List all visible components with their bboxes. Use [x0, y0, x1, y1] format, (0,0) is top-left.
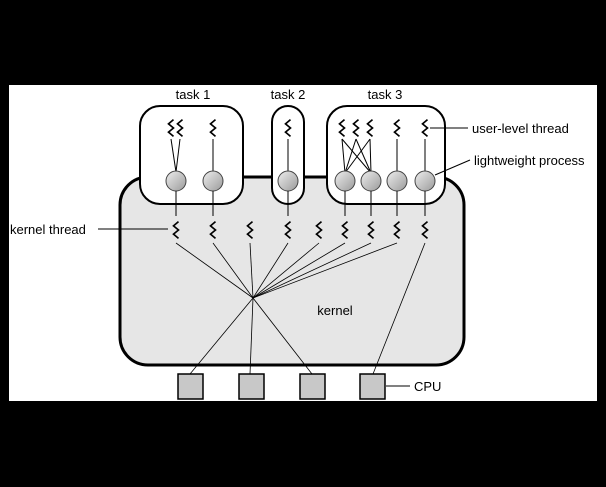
- lwp-node-icon: [360, 170, 382, 192]
- cpu-icon: [299, 373, 326, 400]
- lwp-node-icon: [165, 170, 187, 192]
- lwp-node-icon: [202, 170, 224, 192]
- cpu-label: CPU: [414, 379, 441, 394]
- kernel-thread-label: kernel thread: [10, 222, 86, 237]
- kernel-box: [118, 175, 466, 367]
- lightweight-process-label: lightweight process: [474, 153, 585, 168]
- task-2-label: task 2: [271, 87, 306, 102]
- user-level-thread-label: user-level thread: [472, 121, 569, 136]
- scheduler-lines: [175, 242, 426, 375]
- task-1-box: [139, 105, 244, 205]
- callout-leaders: [98, 127, 471, 387]
- thread-lwp-connectors: [170, 138, 426, 174]
- cpu-icon: [177, 373, 204, 400]
- lwp-node-icon: [386, 170, 408, 192]
- task-1-label: task 1: [176, 87, 211, 102]
- kernel-label: kernel: [317, 303, 353, 318]
- task-3-label: task 3: [368, 87, 403, 102]
- lwp-kernel-connectors: [175, 191, 426, 216]
- cpu-icon: [359, 373, 386, 400]
- cpu-icon: [238, 373, 265, 400]
- lwp-node-icon: [277, 170, 299, 192]
- lwp-node-icon: [414, 170, 436, 192]
- lwp-node-icon: [334, 170, 356, 192]
